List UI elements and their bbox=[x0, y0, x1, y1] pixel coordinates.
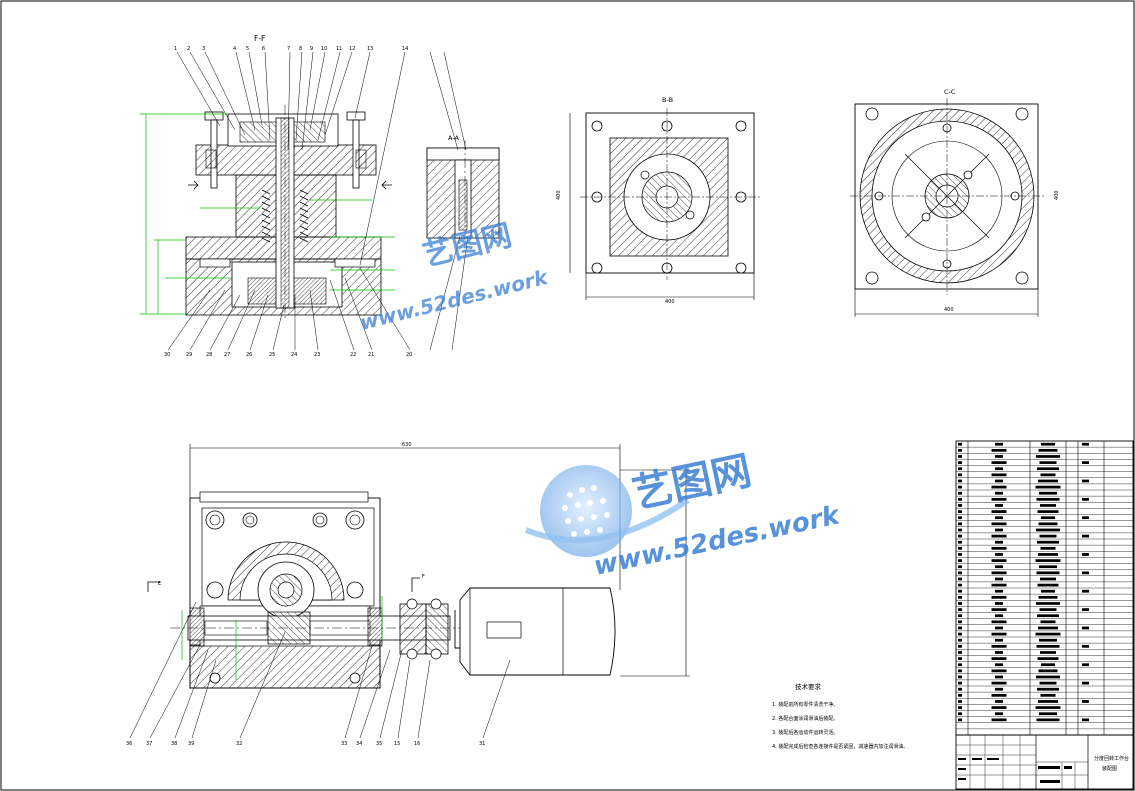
svg-text:32: 32 bbox=[236, 741, 242, 747]
svg-text:27: 27 bbox=[224, 352, 230, 358]
section-ff-view: F-F bbox=[140, 34, 412, 358]
svg-text:35: 35 bbox=[376, 741, 382, 747]
tech-req-item-2: 2. 各配合面涂润滑油后装配。 bbox=[772, 715, 838, 722]
svg-text:25: 25 bbox=[269, 352, 275, 358]
svg-text:400: 400 bbox=[1054, 190, 1060, 200]
svg-text:38: 38 bbox=[171, 741, 177, 747]
view-cc: C-C 400 400 bbox=[850, 88, 1060, 317]
view-bb: B-B 400 400 bbox=[556, 96, 760, 305]
svg-text:9: 9 bbox=[310, 46, 313, 52]
svg-text:2: 2 bbox=[187, 46, 190, 52]
watermark-url-top: www.52des.work bbox=[357, 265, 551, 335]
section-marker-f: F bbox=[422, 574, 425, 580]
svg-text:29: 29 bbox=[186, 352, 192, 358]
section-ff-title: F-F bbox=[254, 34, 265, 43]
svg-text:11: 11 bbox=[336, 46, 342, 52]
svg-text:21: 21 bbox=[368, 352, 374, 358]
watermark-brand-bottom: 艺图网 bbox=[629, 448, 756, 518]
svg-text:16: 16 bbox=[414, 741, 420, 747]
svg-text:7: 7 bbox=[287, 46, 290, 52]
drawing-subname: 装配图 bbox=[1102, 765, 1117, 772]
svg-text:34: 34 bbox=[356, 741, 362, 747]
view-cc-title: C-C bbox=[944, 88, 956, 96]
watermark-top: 艺图网 www.52des.work bbox=[357, 218, 551, 335]
svg-text:26: 26 bbox=[246, 352, 252, 358]
svg-text:31: 31 bbox=[479, 741, 485, 747]
svg-text:15: 15 bbox=[394, 741, 400, 747]
svg-text:20: 20 bbox=[406, 352, 412, 358]
svg-text:22: 22 bbox=[350, 352, 356, 358]
view-bb-title: B-B bbox=[662, 96, 673, 104]
section-marker-e: E bbox=[158, 581, 161, 587]
main-front-view: 630 bbox=[126, 442, 690, 747]
svg-text:4: 4 bbox=[233, 46, 236, 52]
tech-req-title: 技术要求 bbox=[795, 682, 822, 691]
svg-text:5: 5 bbox=[246, 46, 249, 52]
tech-req-item-1: 1. 装配前所有零件清洗干净。 bbox=[772, 701, 838, 708]
svg-text:8: 8 bbox=[299, 46, 302, 52]
svg-text:10: 10 bbox=[321, 46, 327, 52]
svg-text:400: 400 bbox=[944, 307, 954, 313]
svg-text:630: 630 bbox=[402, 442, 412, 448]
svg-text:400: 400 bbox=[556, 190, 562, 200]
svg-text:30: 30 bbox=[164, 352, 170, 358]
tech-requirements: 技术要求 1. 装配前所有零件清洗干净。 2. 各配合面涂润滑油后装配。 3. … bbox=[772, 682, 908, 750]
svg-text:12: 12 bbox=[349, 46, 355, 52]
svg-text:23: 23 bbox=[314, 352, 320, 358]
watermark-bottom: 艺图网 www.52des.work bbox=[524, 448, 844, 582]
svg-text:13: 13 bbox=[367, 46, 373, 52]
tech-req-item-3: 3. 装配后各运动件运转灵活。 bbox=[772, 729, 838, 736]
svg-text:33: 33 bbox=[341, 741, 347, 747]
tech-req-item-4: 4. 装配完成后检查各连接件是否紧固，减速器内加注润滑油。 bbox=[772, 743, 908, 750]
section-aa-view: A-A bbox=[426, 51, 500, 351]
svg-text:3: 3 bbox=[202, 46, 205, 52]
svg-text:39: 39 bbox=[188, 741, 194, 747]
svg-text:6: 6 bbox=[262, 46, 265, 52]
svg-text:36: 36 bbox=[126, 741, 132, 747]
svg-text:14: 14 bbox=[402, 46, 408, 52]
drawing-name: 分度回转工作台 bbox=[1094, 755, 1129, 762]
svg-text:28: 28 bbox=[206, 352, 212, 358]
svg-text:37: 37 bbox=[146, 741, 152, 747]
title-block: 分度回转工作台 装配图 bbox=[955, 734, 1134, 790]
svg-text:400: 400 bbox=[665, 299, 675, 305]
svg-text:1: 1 bbox=[174, 46, 177, 52]
watermark-globe-icon bbox=[524, 465, 690, 557]
parts-list bbox=[955, 440, 1134, 736]
section-aa-title: A-A bbox=[448, 134, 460, 142]
svg-text:24: 24 bbox=[291, 352, 297, 358]
